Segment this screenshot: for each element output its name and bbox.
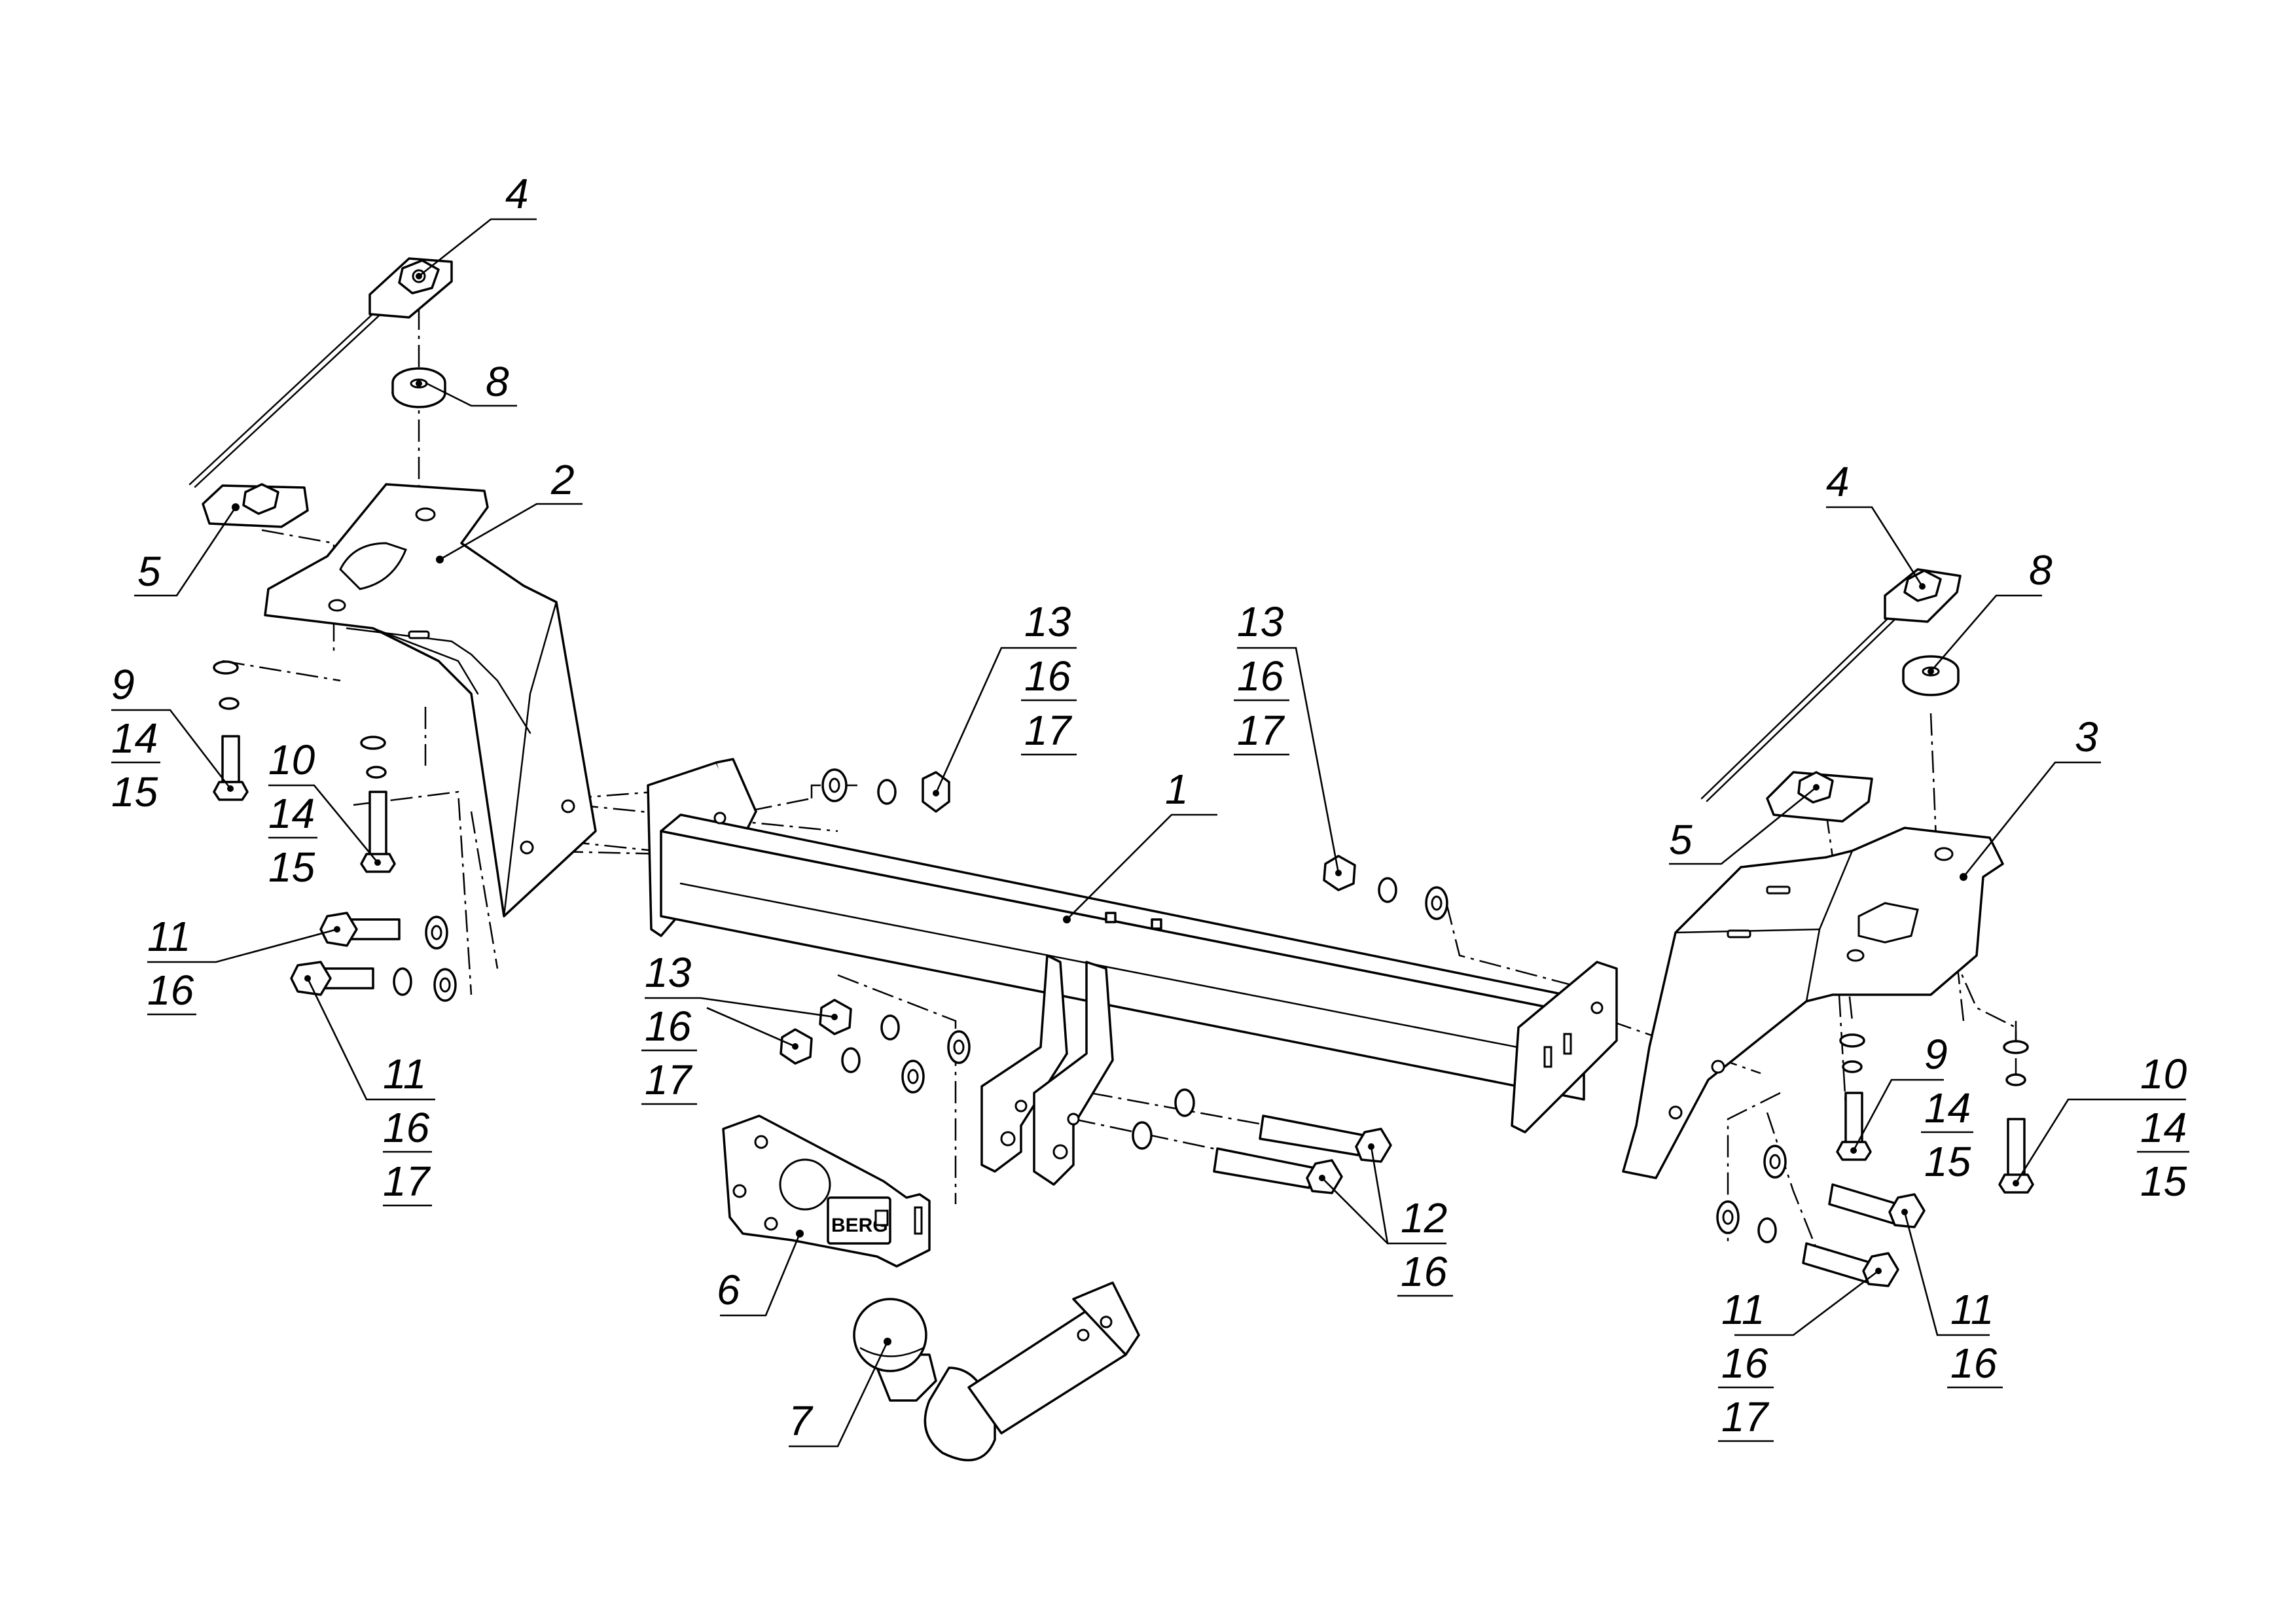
socket-bracket-6: BERG: [722, 1115, 931, 1268]
nuts-washers-13-upper: [821, 768, 950, 813]
callout-text: 1: [1165, 766, 1189, 813]
callout-11-16-left-a: 11 16: [147, 913, 196, 1016]
right-bolts-11: [1716, 1145, 1926, 1287]
callout-5-left: 5: [137, 548, 161, 595]
callout-4-left: 4: [505, 170, 529, 217]
callout-text: 17: [1721, 1393, 1770, 1440]
left-bolt-10: [360, 736, 396, 873]
callout-text: 9: [1924, 1031, 1948, 1078]
callout-text: 17: [645, 1056, 693, 1103]
callout-text: 6: [717, 1266, 740, 1313]
tow-ball-7: [853, 1281, 1140, 1461]
callout-13-16-17-a: 13 16 17: [1021, 598, 1077, 756]
callout-13-16-17-c: 13 16 17: [641, 949, 697, 1105]
callout-8-left: 8: [486, 358, 509, 405]
callout-text: 15: [2140, 1158, 2187, 1205]
left-nut-plate-4: [368, 257, 453, 319]
callout-10-14-15-left: 10 14 15: [268, 736, 317, 891]
callout-5-right: 5: [1669, 816, 1693, 863]
callout-12-16: 12 16: [1397, 1194, 1453, 1297]
callout-text: 15: [1924, 1138, 1971, 1185]
callout-text: 14: [268, 790, 315, 837]
right-nut-plate-4: [1884, 568, 1962, 623]
callout-text: 14: [2140, 1104, 2187, 1151]
callout-text: 13: [1024, 598, 1071, 645]
callout-text: 4: [505, 170, 529, 217]
callout-text: 14: [111, 715, 158, 762]
callout-text: 17: [1237, 707, 1285, 754]
callout-text: 16: [1024, 652, 1071, 700]
nuts-washers-13-middle: [1323, 855, 1448, 920]
callout-text: 16: [147, 967, 194, 1014]
left-bolts-11: [290, 912, 457, 1002]
callout-text: 10: [268, 736, 315, 783]
callout-labels: 4 8 2 5 9 14 15 10 14 15 11 16 11: [111, 170, 2189, 1444]
callout-text: 7: [789, 1397, 814, 1444]
callout-text: 17: [383, 1158, 431, 1205]
callout-3: 3: [2075, 713, 2098, 760]
callout-13-16-17-b: 13 16 17: [1234, 598, 1289, 756]
callout-text: 16: [1721, 1340, 1768, 1387]
callout-10-14-15-right: 10 14 15: [2137, 1050, 2189, 1205]
callout-text: 16: [1950, 1340, 1998, 1387]
callout-text: 12: [1401, 1194, 1447, 1241]
right-spacer-8: [1902, 655, 1960, 696]
callout-1: 1: [1165, 766, 1189, 813]
callout-text: 13: [645, 949, 692, 996]
callout-text: 4: [1826, 458, 1850, 505]
callout-9-14-15-left: 9 14 15: [111, 661, 160, 815]
callout-text: 16: [645, 1003, 692, 1050]
callout-text: 15: [111, 768, 158, 815]
left-clamp-plate-5: [202, 483, 309, 528]
left-spacer-8: [391, 367, 446, 408]
callout-text: 16: [383, 1104, 430, 1151]
callout-text: 8: [486, 358, 509, 405]
callout-text: 13: [1237, 598, 1284, 645]
callout-6: 6: [717, 1266, 740, 1313]
callout-text: 5: [1669, 816, 1693, 863]
left-bolt-9: [213, 660, 249, 801]
callout-text: 16: [1237, 652, 1284, 700]
right-bolt-10: [1998, 1040, 2034, 1194]
callout-7: 7: [789, 1397, 814, 1444]
callout-9-14-15-right: 9 14 15: [1921, 1031, 1973, 1185]
callout-text: 9: [111, 661, 135, 708]
left-bracket: [264, 483, 597, 918]
callout-text: 10: [2140, 1050, 2187, 1097]
callout-2: 2: [550, 456, 575, 503]
callout-text: 11: [1721, 1286, 1765, 1333]
leader-lines: [111, 218, 2186, 1448]
callout-11-16-17-left-b: 11 16 17: [383, 1050, 432, 1207]
left-threaded-rod: [188, 306, 386, 488]
callout-4-right: 4: [1826, 458, 1850, 505]
callout-11-16-right-b: 11 16: [1947, 1286, 2003, 1389]
nuts-washers-13-lower: [780, 999, 971, 1094]
callout-text: 11: [1950, 1286, 1994, 1333]
callout-text: 2: [550, 456, 575, 503]
callout-text: 11: [383, 1050, 426, 1097]
callout-text: 17: [1024, 707, 1073, 754]
callout-text: 11: [147, 913, 190, 960]
callout-8-right: 8: [2029, 546, 2053, 594]
callout-11-16-17-right-a: 11 16 17: [1718, 1286, 1774, 1442]
main-crossbar: [647, 758, 1618, 1186]
callout-text: 5: [137, 548, 161, 595]
callout-text: 15: [268, 844, 315, 891]
callout-text: 8: [2029, 546, 2053, 594]
callout-text: 16: [1401, 1248, 1448, 1295]
callout-text: 3: [2075, 713, 2098, 760]
callout-text: 14: [1924, 1084, 1971, 1132]
long-bolts-12: [1132, 1088, 1392, 1194]
right-threaded-rod: [1700, 607, 1905, 802]
